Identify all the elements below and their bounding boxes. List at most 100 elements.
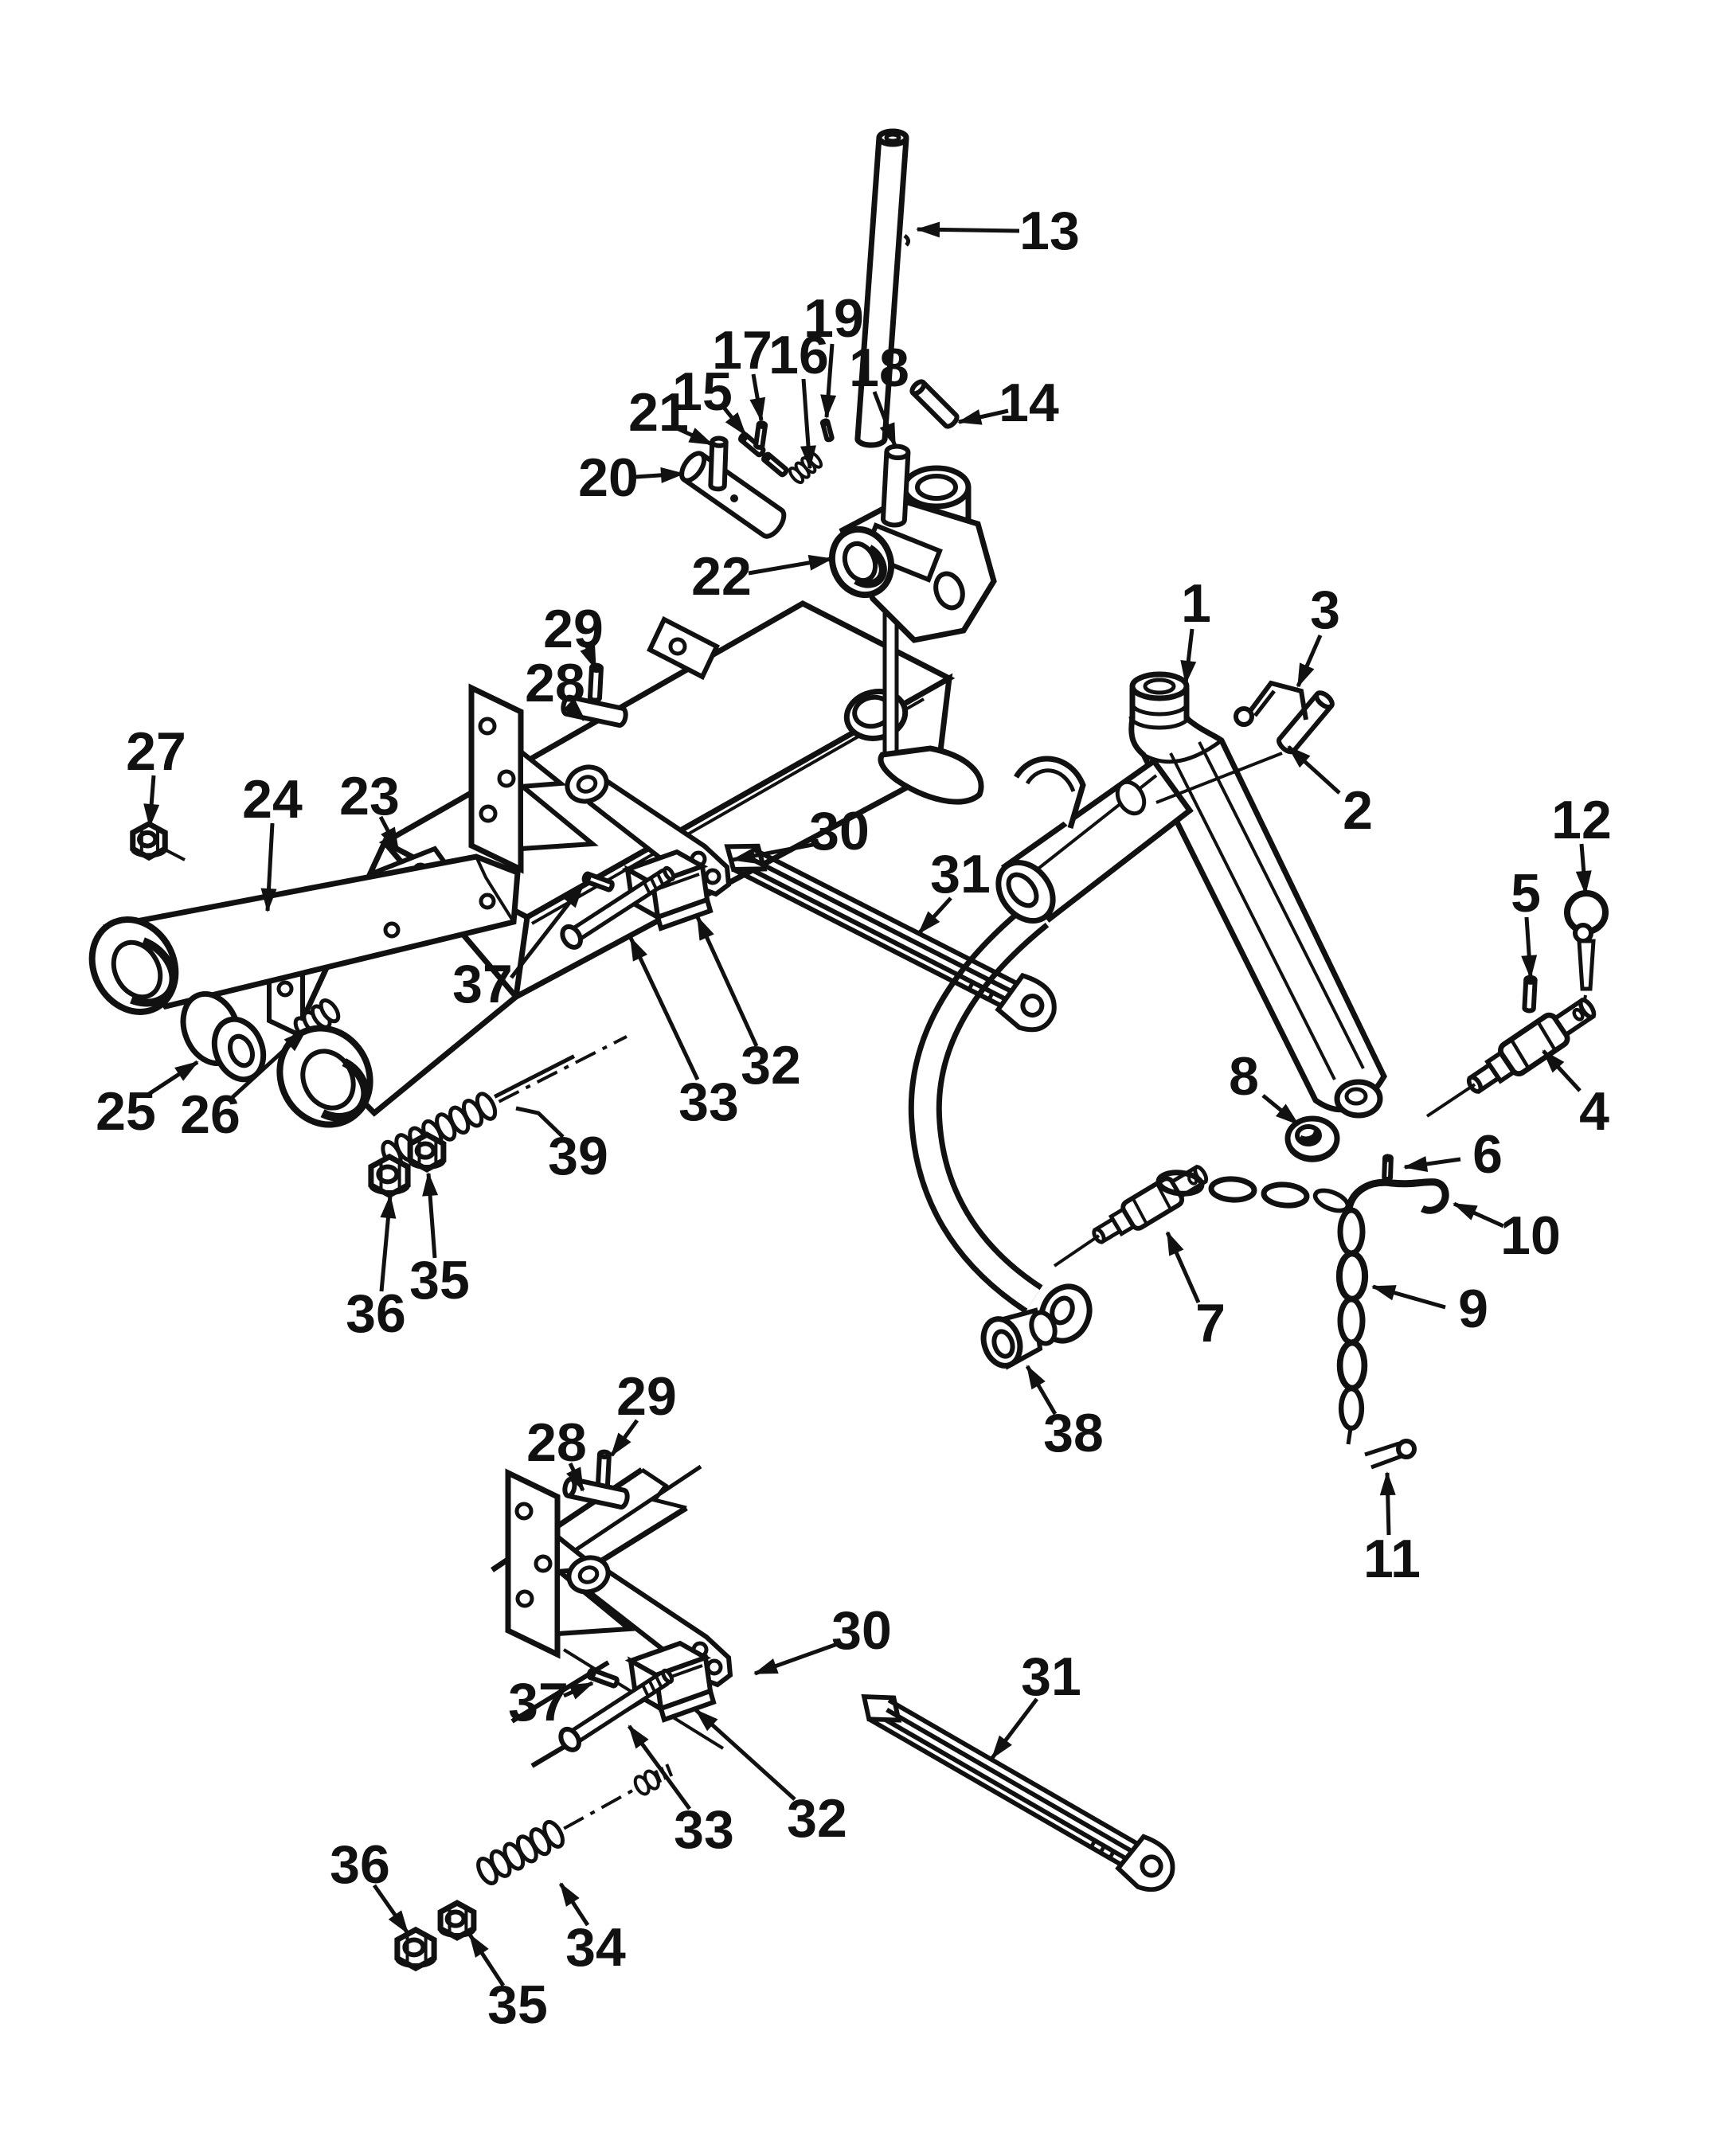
part-35-nut-lower — [440, 1903, 474, 1938]
callout-31-lower: 31 — [991, 1646, 1081, 1760]
leader-line — [627, 1724, 692, 1810]
callout-14: 14 — [957, 373, 1059, 433]
callout-36: 36 — [346, 1194, 406, 1344]
callout-19: 19 — [803, 288, 864, 419]
leader-line — [609, 1419, 639, 1457]
callout-24: 24 — [242, 769, 303, 912]
callout-8: 8 — [1229, 1046, 1300, 1126]
callout-number: 1 — [1181, 573, 1211, 634]
callout-37: 37 — [452, 884, 585, 1014]
leader-line — [1296, 634, 1323, 688]
part-35-nut-upper — [410, 1135, 444, 1170]
callout-28: 28 — [525, 653, 586, 721]
callout-number: 4 — [1579, 1081, 1609, 1142]
part-34-spring — [476, 1763, 674, 1885]
callout-number: 26 — [180, 1084, 240, 1145]
callout-35: 35 — [409, 1172, 470, 1310]
callout-number: 25 — [96, 1081, 156, 1142]
callout-21: 21 — [628, 382, 714, 447]
part-27-nut — [133, 824, 186, 861]
leader-line — [566, 1462, 585, 1492]
leader-line — [1575, 843, 1592, 895]
leader-line — [720, 403, 747, 436]
callout-number: 27 — [126, 721, 186, 782]
leader-line — [1379, 1471, 1396, 1536]
callout-18: 18 — [849, 338, 909, 447]
callout-number: 31 — [930, 844, 991, 904]
callout-5: 5 — [1511, 863, 1541, 979]
leader-line — [1261, 1094, 1300, 1126]
callout-number: 22 — [691, 546, 752, 607]
callout-number: 21 — [628, 382, 689, 443]
callout-6: 6 — [1403, 1124, 1503, 1185]
leader-line — [229, 1029, 307, 1100]
callout-number: 33 — [674, 1799, 734, 1860]
leader-line — [1025, 1365, 1058, 1416]
part-36-nut-lower — [397, 1930, 434, 1968]
leader-line — [422, 1172, 439, 1259]
part-25-bushing — [180, 990, 267, 1083]
leader-line — [991, 1697, 1038, 1760]
callout-number: 30 — [809, 801, 870, 861]
callout-12: 12 — [1551, 790, 1612, 895]
callout-number: 38 — [1043, 1403, 1104, 1463]
callout-29: 29 — [543, 599, 604, 670]
callout-4: 4 — [1542, 1049, 1609, 1142]
leader-line — [731, 842, 818, 864]
part-21-pin — [709, 436, 728, 491]
callout-1: 1 — [1180, 573, 1211, 685]
part-10-hook — [1345, 1178, 1449, 1214]
callout-number: 23 — [339, 766, 400, 826]
callout-34-lower: 34 — [558, 1882, 626, 1978]
callout-number: 28 — [526, 1412, 587, 1473]
part-29-pin-upper — [588, 664, 603, 702]
part-8-washer — [1284, 1115, 1340, 1162]
leader-line — [1165, 1231, 1201, 1304]
callout-number: 18 — [849, 338, 909, 398]
callout-number: 39 — [548, 1126, 608, 1186]
leader-line — [558, 1882, 590, 1927]
callout-number: 12 — [1551, 790, 1612, 850]
callout-number: 17 — [712, 320, 772, 381]
callout-28: 28 — [526, 1412, 587, 1492]
leader-line — [748, 554, 833, 576]
callout-number: 35 — [409, 1250, 470, 1310]
leader-line — [1403, 1156, 1461, 1172]
callout-37-lower: 37 — [508, 1672, 594, 1732]
callout-27: 27 — [126, 721, 186, 828]
part-11-cotter-pin — [1364, 1439, 1417, 1470]
leader-line — [143, 775, 160, 828]
leader-line — [510, 884, 585, 979]
part-29-pin-lower — [596, 1451, 611, 1489]
callout-33-lower: 33 — [627, 1724, 734, 1860]
leader-line — [260, 822, 277, 912]
callout-number: 32 — [741, 1035, 801, 1096]
callout-25: 25 — [96, 1060, 199, 1142]
leader-line — [1287, 745, 1341, 795]
callout-17: 17 — [712, 320, 772, 422]
callout-number: 33 — [678, 1072, 739, 1132]
part-5-pin — [1523, 976, 1536, 1012]
callout-32-lower: 32 — [694, 1709, 847, 1849]
callout-30: 30 — [731, 801, 870, 864]
callout-38: 38 — [1025, 1365, 1104, 1463]
callout-36-lower: 36 — [330, 1834, 410, 1935]
callout-number: 24 — [242, 769, 303, 830]
callout-number: 34 — [565, 1917, 626, 1978]
leader-line — [694, 1709, 796, 1801]
leader-line — [695, 916, 759, 1048]
callout-number: 13 — [1019, 201, 1080, 261]
leader-line — [580, 645, 598, 670]
callout-16: 16 — [768, 325, 829, 470]
callout-number: 5 — [1511, 863, 1541, 924]
callout-32: 32 — [695, 916, 801, 1096]
callout-number: 29 — [543, 599, 604, 659]
callout-35-lower: 35 — [467, 1933, 548, 2035]
leader-line — [562, 1681, 594, 1700]
leader-line — [635, 467, 685, 483]
leader-line — [675, 426, 714, 447]
callout-number: 16 — [768, 325, 829, 385]
callout-13: 13 — [916, 201, 1080, 261]
callout-29-lower: 29 — [609, 1366, 677, 1457]
leader-line — [628, 936, 700, 1081]
